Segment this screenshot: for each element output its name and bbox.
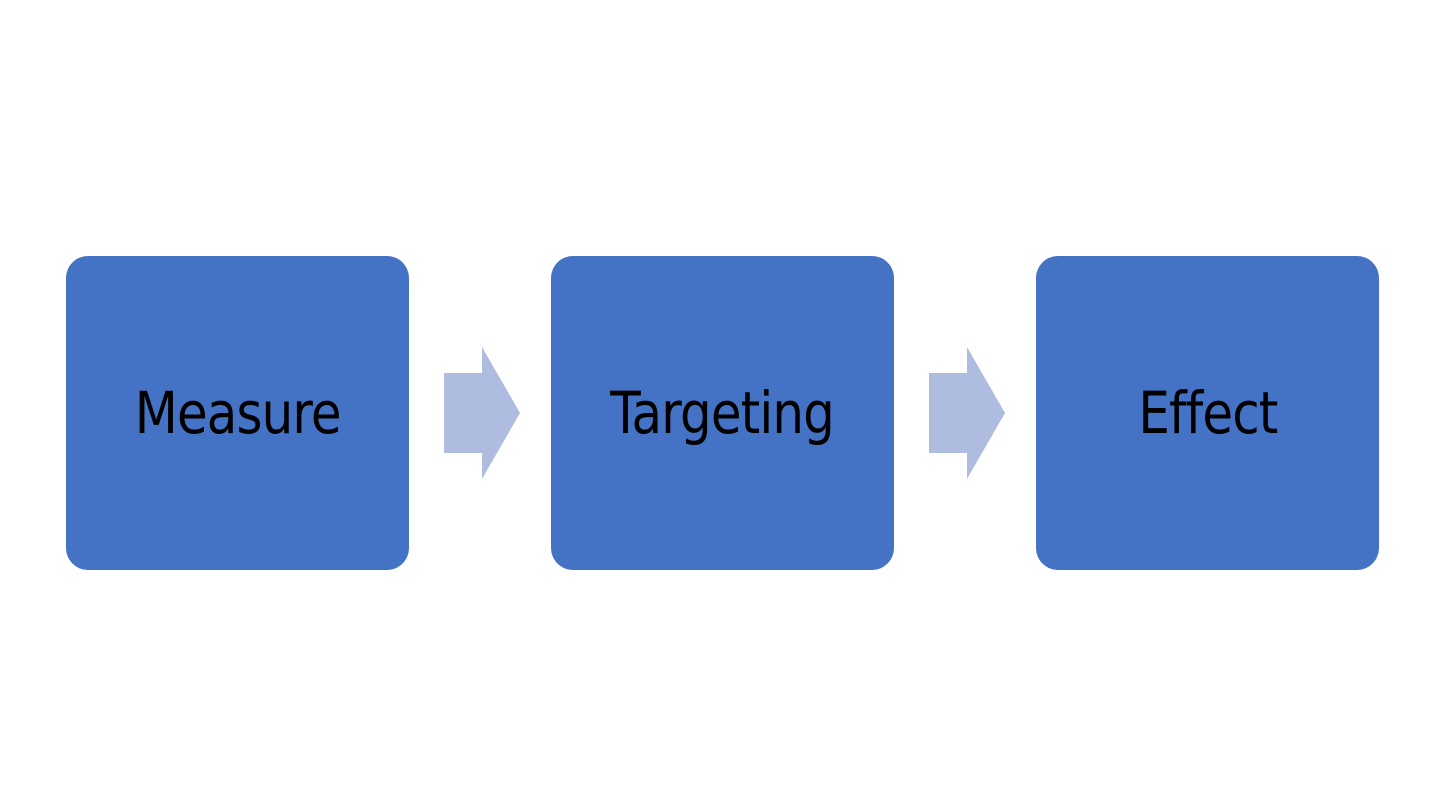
right-arrow-icon [444,347,520,479]
step-box-effect: Effect [1036,256,1379,570]
arrow-shape [929,347,1005,479]
step-box-measure: Measure [66,256,409,570]
arrow-shape [444,347,520,479]
step-label-measure: Measure [134,379,342,447]
step-label-targeting: Targeting [610,379,836,447]
right-arrow-icon [929,347,1005,479]
step-label-effect: Effect [1137,379,1278,447]
step-box-targeting: Targeting [551,256,894,570]
